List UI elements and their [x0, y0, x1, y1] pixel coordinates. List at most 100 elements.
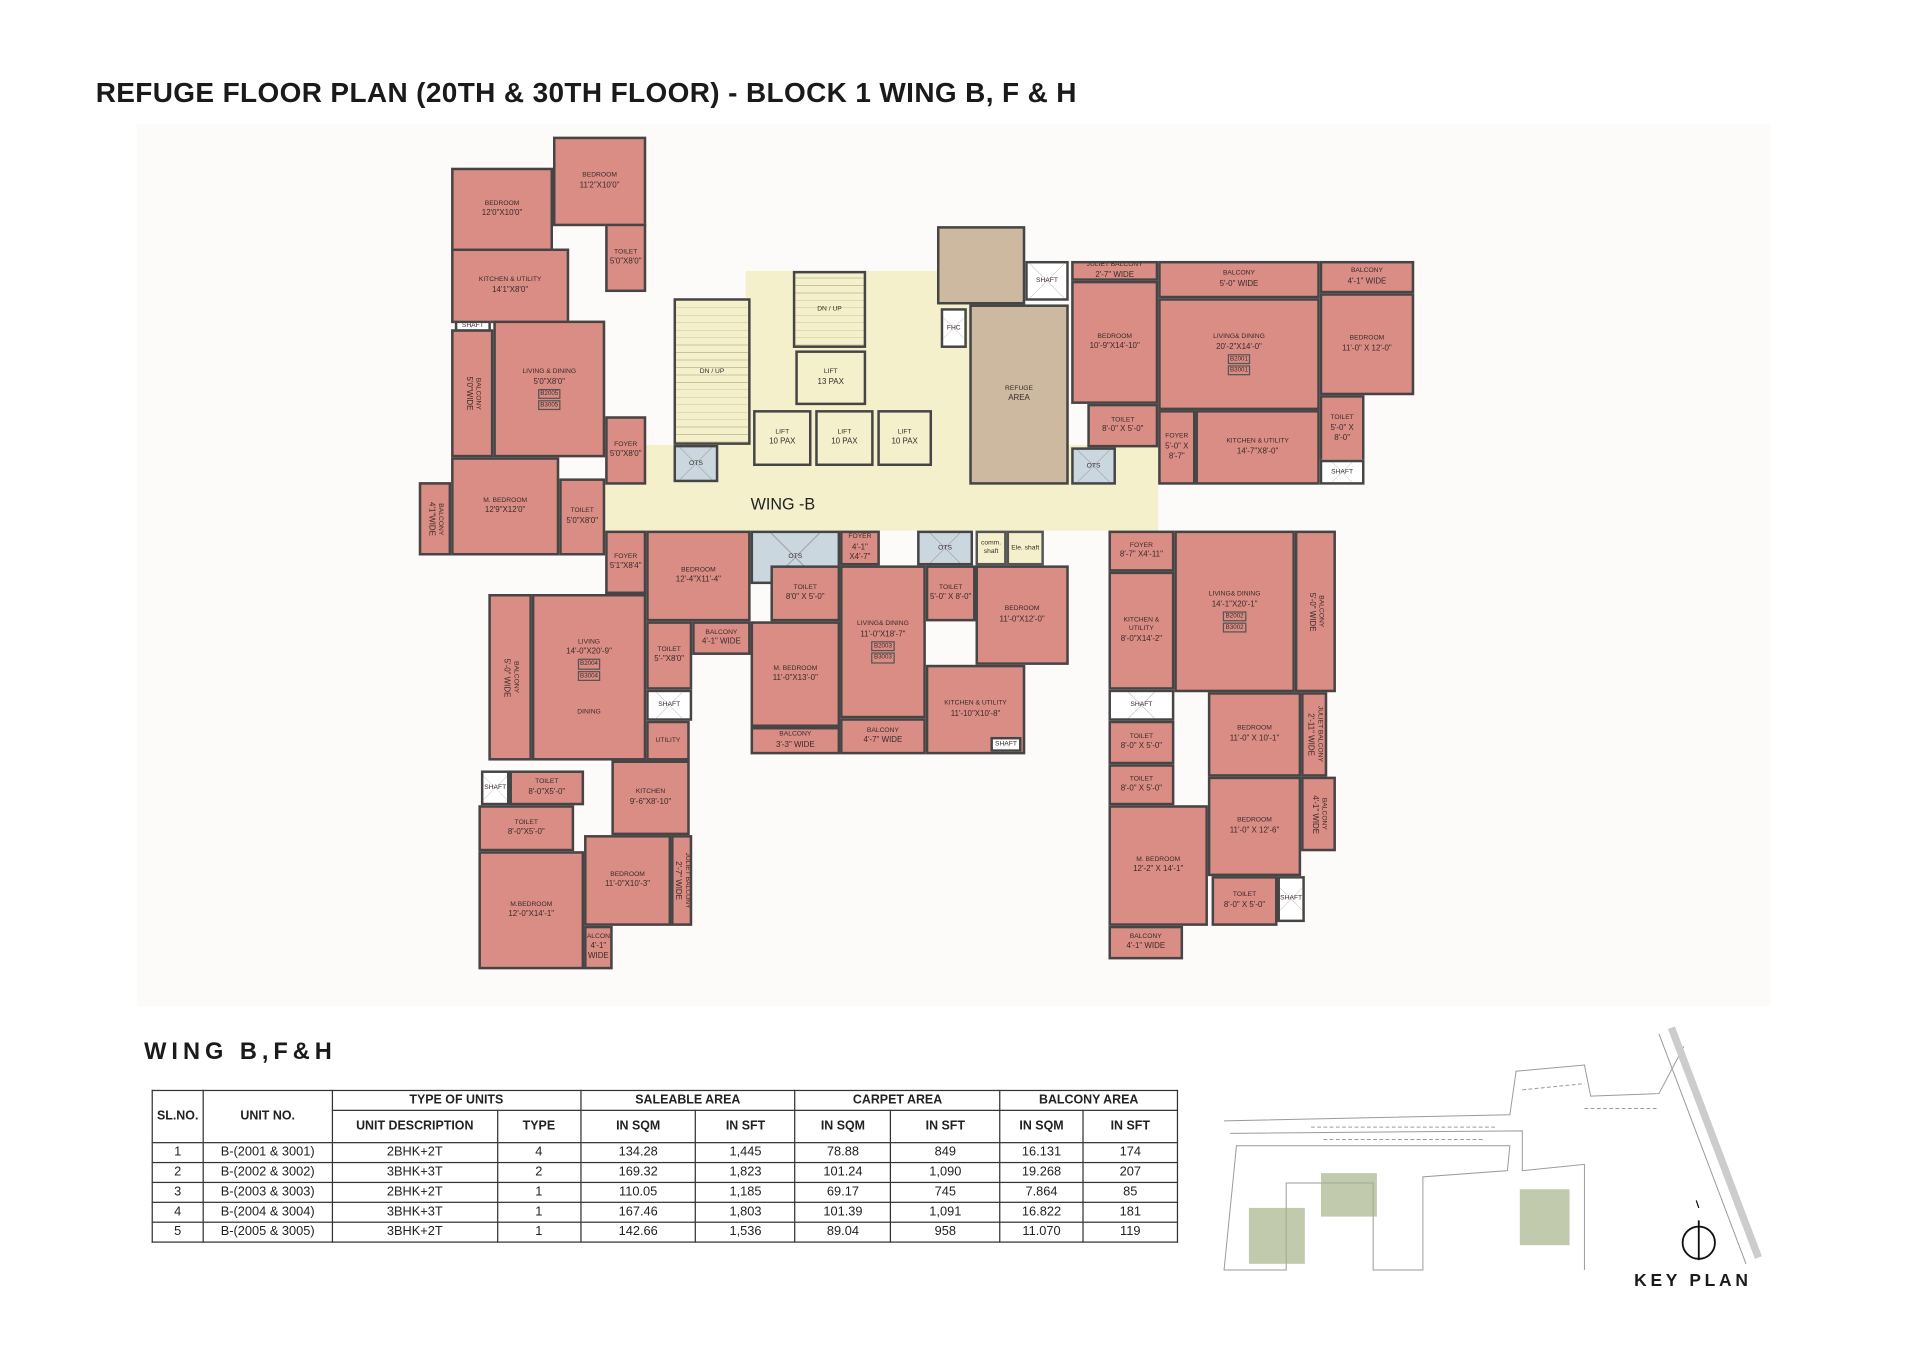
room-dimensions: 5'-0" WIDE	[1307, 592, 1317, 632]
room-name: BEDROOM	[1237, 816, 1272, 825]
table-cell: 849	[890, 1142, 1001, 1164]
room-name: SHAFT	[658, 701, 681, 709]
room-dimensions: 4'-7" WIDE	[863, 736, 903, 745]
room-name: BEDROOM	[1349, 334, 1385, 342]
room-name: SHAFT	[994, 740, 1017, 748]
room-shaft: SHAFT	[480, 770, 510, 806]
key-plan-highlight-wing-f	[1248, 1207, 1305, 1264]
unit-tag: B2004	[577, 658, 601, 670]
key-plan-label: KEY PLAN	[1634, 1270, 1752, 1290]
room-dimensions: 4'-1" WIDE	[587, 942, 609, 962]
room-ots: OTS	[917, 530, 974, 566]
room-name: FOYER	[848, 533, 872, 541]
table-cell: 167.46	[579, 1201, 697, 1223]
header-unit-no: UNIT NO.	[202, 1089, 333, 1144]
room-dimensions: 8'-0" X 5'-0"	[1102, 425, 1144, 435]
room-name: TOILET	[1111, 415, 1135, 424]
room-utility: UTILITY	[646, 720, 690, 761]
room-dimensions: 10 PAX	[891, 437, 918, 447]
room-name: TOILET	[614, 248, 638, 256]
room-fhc: FHC	[940, 308, 967, 348]
table-cell: 1,091	[890, 1201, 1001, 1223]
room-name: BEDROOM	[484, 199, 520, 208]
page-title: REFUGE FLOOR PLAN (20TH & 30TH FLOOR) - …	[95, 77, 1077, 109]
table-cell: 69.17	[794, 1181, 892, 1203]
room-name: OTS	[689, 459, 703, 467]
room-space	[936, 226, 1026, 305]
room-name-secondary: DINING	[577, 708, 601, 716]
room-dimensions: 12'-2" X 14'-1"	[1133, 865, 1184, 875]
room-dimensions: 14'-0"X20'-9"	[566, 647, 612, 657]
room-dimensions: AREA	[1008, 394, 1030, 404]
room-dimensions: 12'-4"X11'-4"	[675, 575, 721, 585]
room-name: BALCONY	[1317, 595, 1325, 628]
room-name: BALCONY	[1320, 797, 1328, 830]
room-name: LIVING & DINING	[522, 367, 577, 376]
header-carpet-area: CARPET AREA	[794, 1089, 1001, 1111]
room-dimensions: 8'-0" X 5'-0"	[1120, 784, 1163, 794]
room-name: TOILET	[1330, 413, 1354, 422]
room-name: SHAFT	[1280, 894, 1303, 903]
table-cell: 3BHK+2T	[331, 1221, 498, 1243]
table-cell: 5	[151, 1221, 204, 1243]
room-dimensions: 5'-0" X 8'-7"	[1165, 442, 1189, 461]
room-name: M.BEDROOM	[510, 900, 553, 908]
table-cell: 11.070	[999, 1221, 1084, 1243]
room-name: BALCONY	[1129, 932, 1162, 941]
room-name: OTS	[1086, 461, 1101, 470]
subheader-in-sqm: IN SQM	[999, 1109, 1084, 1144]
header-saleable-area: SALEABLE AREA	[579, 1089, 796, 1111]
subheader-in-sft: IN SFT	[695, 1109, 796, 1144]
room-dimensions: 13 PAX	[817, 377, 844, 387]
room-dimensions: 12'9"X12'0"	[484, 506, 526, 515]
subheader-in-sqm: IN SQM	[579, 1109, 697, 1144]
unit-tag: B3004	[577, 670, 601, 681]
room-dimensions: 3'-3" WIDE	[775, 740, 815, 750]
unit-tag: B2002	[1223, 610, 1247, 622]
room-dimensions: 10'-9"X14'-10"	[1089, 342, 1140, 351]
room-name: FOYER	[1165, 432, 1189, 441]
room-name: TOILET	[1232, 891, 1257, 899]
room-dimensions: 5'0"X8'0"	[566, 516, 599, 526]
table-cell: 85	[1082, 1181, 1179, 1203]
room-dimensions: 5'0"X8'0"	[609, 257, 642, 267]
table-cell: 101.24	[794, 1161, 892, 1184]
room-name: FOYER	[1129, 541, 1153, 549]
room-ots: OTS	[673, 444, 719, 483]
table-cell: 181	[1082, 1201, 1179, 1223]
room-shaft: SHAFT	[990, 736, 1022, 752]
table-cell: 4	[151, 1201, 204, 1223]
room-dimensions: 4'-1" X4'-7"	[849, 542, 871, 562]
room-dimensions: 8'-0" X 5'-0"	[1223, 900, 1266, 910]
room-dimensions: 20'-2"X14'-0"	[1216, 342, 1262, 352]
room-name: SHAFT	[1130, 701, 1153, 709]
table-cell: 1	[151, 1142, 204, 1164]
table-cell: 142.66	[579, 1221, 697, 1243]
table-cell: 1	[496, 1201, 582, 1223]
room-dimensions: 11'-0" X 10'-1"	[1229, 734, 1280, 743]
room-dimensions: 4'1"WIDE	[427, 502, 436, 537]
room-name: BEDROOM	[1004, 605, 1040, 613]
room-name: JULIET BALCONY	[1315, 706, 1324, 763]
